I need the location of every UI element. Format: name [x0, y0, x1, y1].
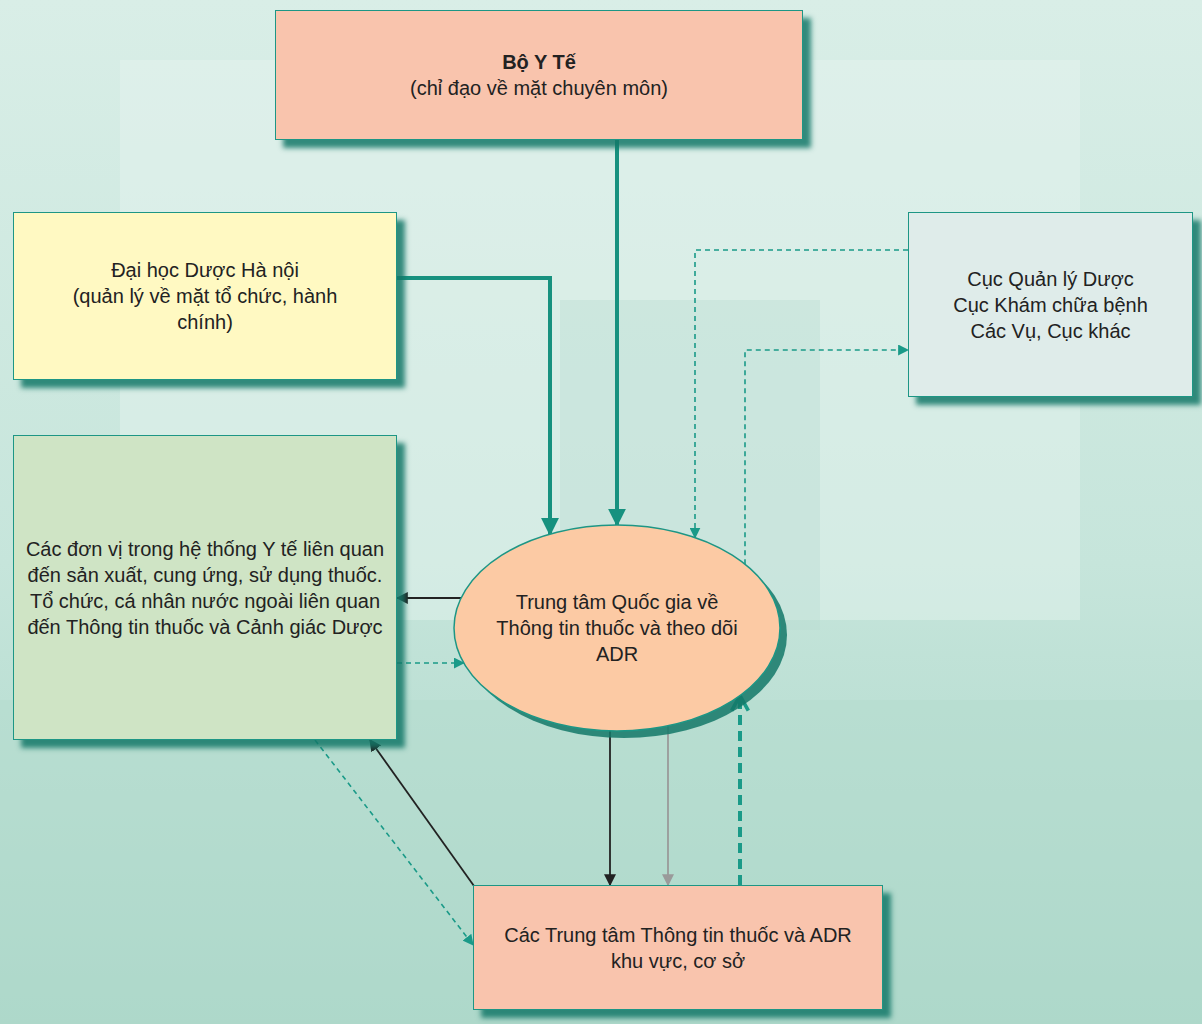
- center-ellipse: Trung tâm Quốc gia về Thông tin thuốc và…: [452, 523, 782, 733]
- report-dashed-arrow: [315, 740, 473, 945]
- box-text: Các Trung tâm Thông tin thuốc và ADR khu…: [488, 922, 868, 974]
- box-text: Đại học Dược Hà nội: [111, 257, 299, 283]
- ellipse-fill: [454, 525, 780, 731]
- info-arrow: [397, 597, 461, 599]
- report-dashed-arrow: [695, 250, 908, 538]
- box-text: Các đơn vị trong hệ thống Y tế liên quan…: [22, 536, 388, 588]
- box-text: Cục Khám chữa bệnh: [953, 292, 1148, 318]
- box-text: Cục Quản lý Dược: [967, 266, 1134, 292]
- grey-arrow: [667, 726, 669, 885]
- management-arrow: [397, 278, 550, 534]
- department-box: Cục Quản lý DượcCục Khám chữa bệnhCác Vụ…: [908, 212, 1193, 397]
- report-dashed-arrow: [745, 350, 908, 564]
- info-arrow: [609, 731, 611, 885]
- box-heading: Bộ Y Tế: [502, 49, 576, 75]
- university-box: Đại học Dược Hà nội(quản lý về mặt tổ ch…: [13, 212, 397, 380]
- regional-box: Các Trung tâm Thông tin thuốc và ADR khu…: [473, 885, 883, 1010]
- box-text: Trung tâm Quốc gia về Thông tin thuốc và…: [486, 589, 748, 667]
- box-text: (quản lý về mặt tổ chức, hành chính): [70, 283, 340, 335]
- unit-box: Các đơn vị trong hệ thống Y tế liên quan…: [13, 435, 397, 740]
- authority-box: Bộ Y Tế(chỉ đạo về mặt chuyên môn): [275, 10, 803, 140]
- box-text: (chỉ đạo về mặt chuyên môn): [410, 75, 668, 101]
- box-text: Các Vụ, Cục khác: [970, 318, 1130, 344]
- report-dashed-arrow: [738, 696, 742, 885]
- direction-arrow: [615, 140, 619, 525]
- report-dashed-arrow: [397, 662, 464, 664]
- box-text: Tổ chức, cá nhân nước ngoài liên quan đế…: [22, 588, 388, 640]
- info-arrow: [370, 740, 474, 886]
